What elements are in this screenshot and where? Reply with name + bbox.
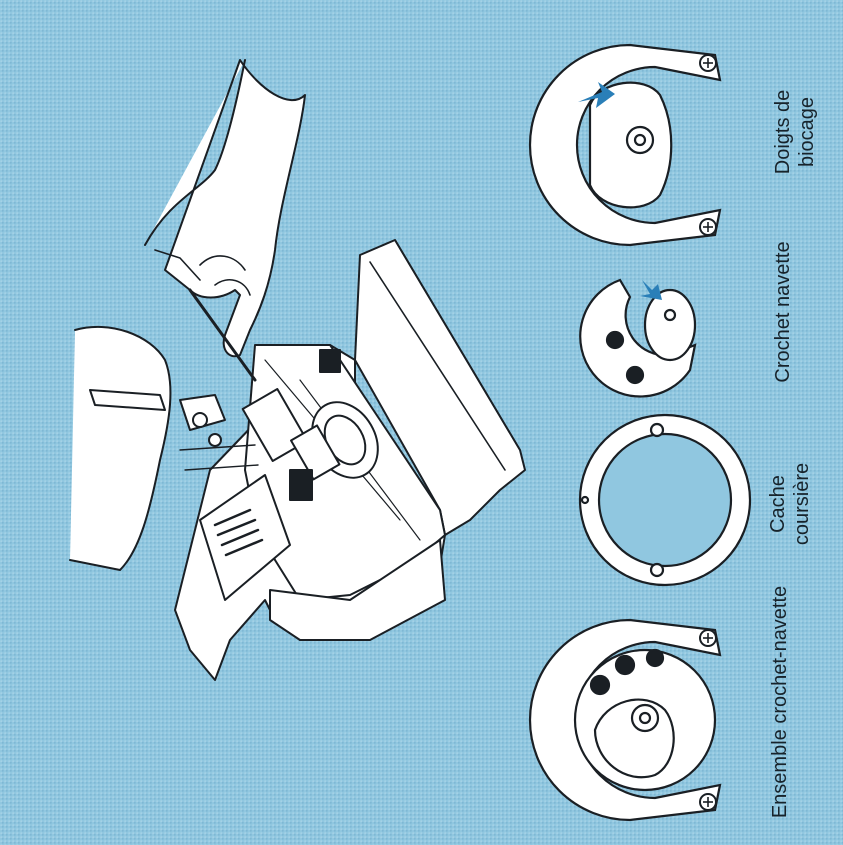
arrow-blue-2 — [640, 280, 662, 300]
part-doigts-de-biocage — [528, 43, 722, 247]
label-doigts-line2: biocage — [796, 96, 818, 168]
part-cache-coursiere — [578, 413, 752, 587]
arrow-blue-1 — [578, 82, 615, 108]
part-crochet-navette — [579, 278, 697, 398]
label-crochet-navette: Crochet navette — [772, 241, 794, 383]
label-doigts-line1: Doigts de — [772, 89, 794, 175]
label-cache-line2: coursière — [791, 462, 813, 546]
sewing-machine-drawing — [69, 59, 526, 681]
label-cache-line1: Cache — [767, 475, 789, 533]
label-cache-coursiere: Cache coursière — [766, 449, 814, 559]
label-ensemble-crochet-navette: Ensemble crochet-navette — [769, 585, 791, 819]
label-doigts-de-biocage: Doigts de biocage — [771, 77, 819, 187]
part-ensemble-crochet-navette — [528, 618, 722, 822]
